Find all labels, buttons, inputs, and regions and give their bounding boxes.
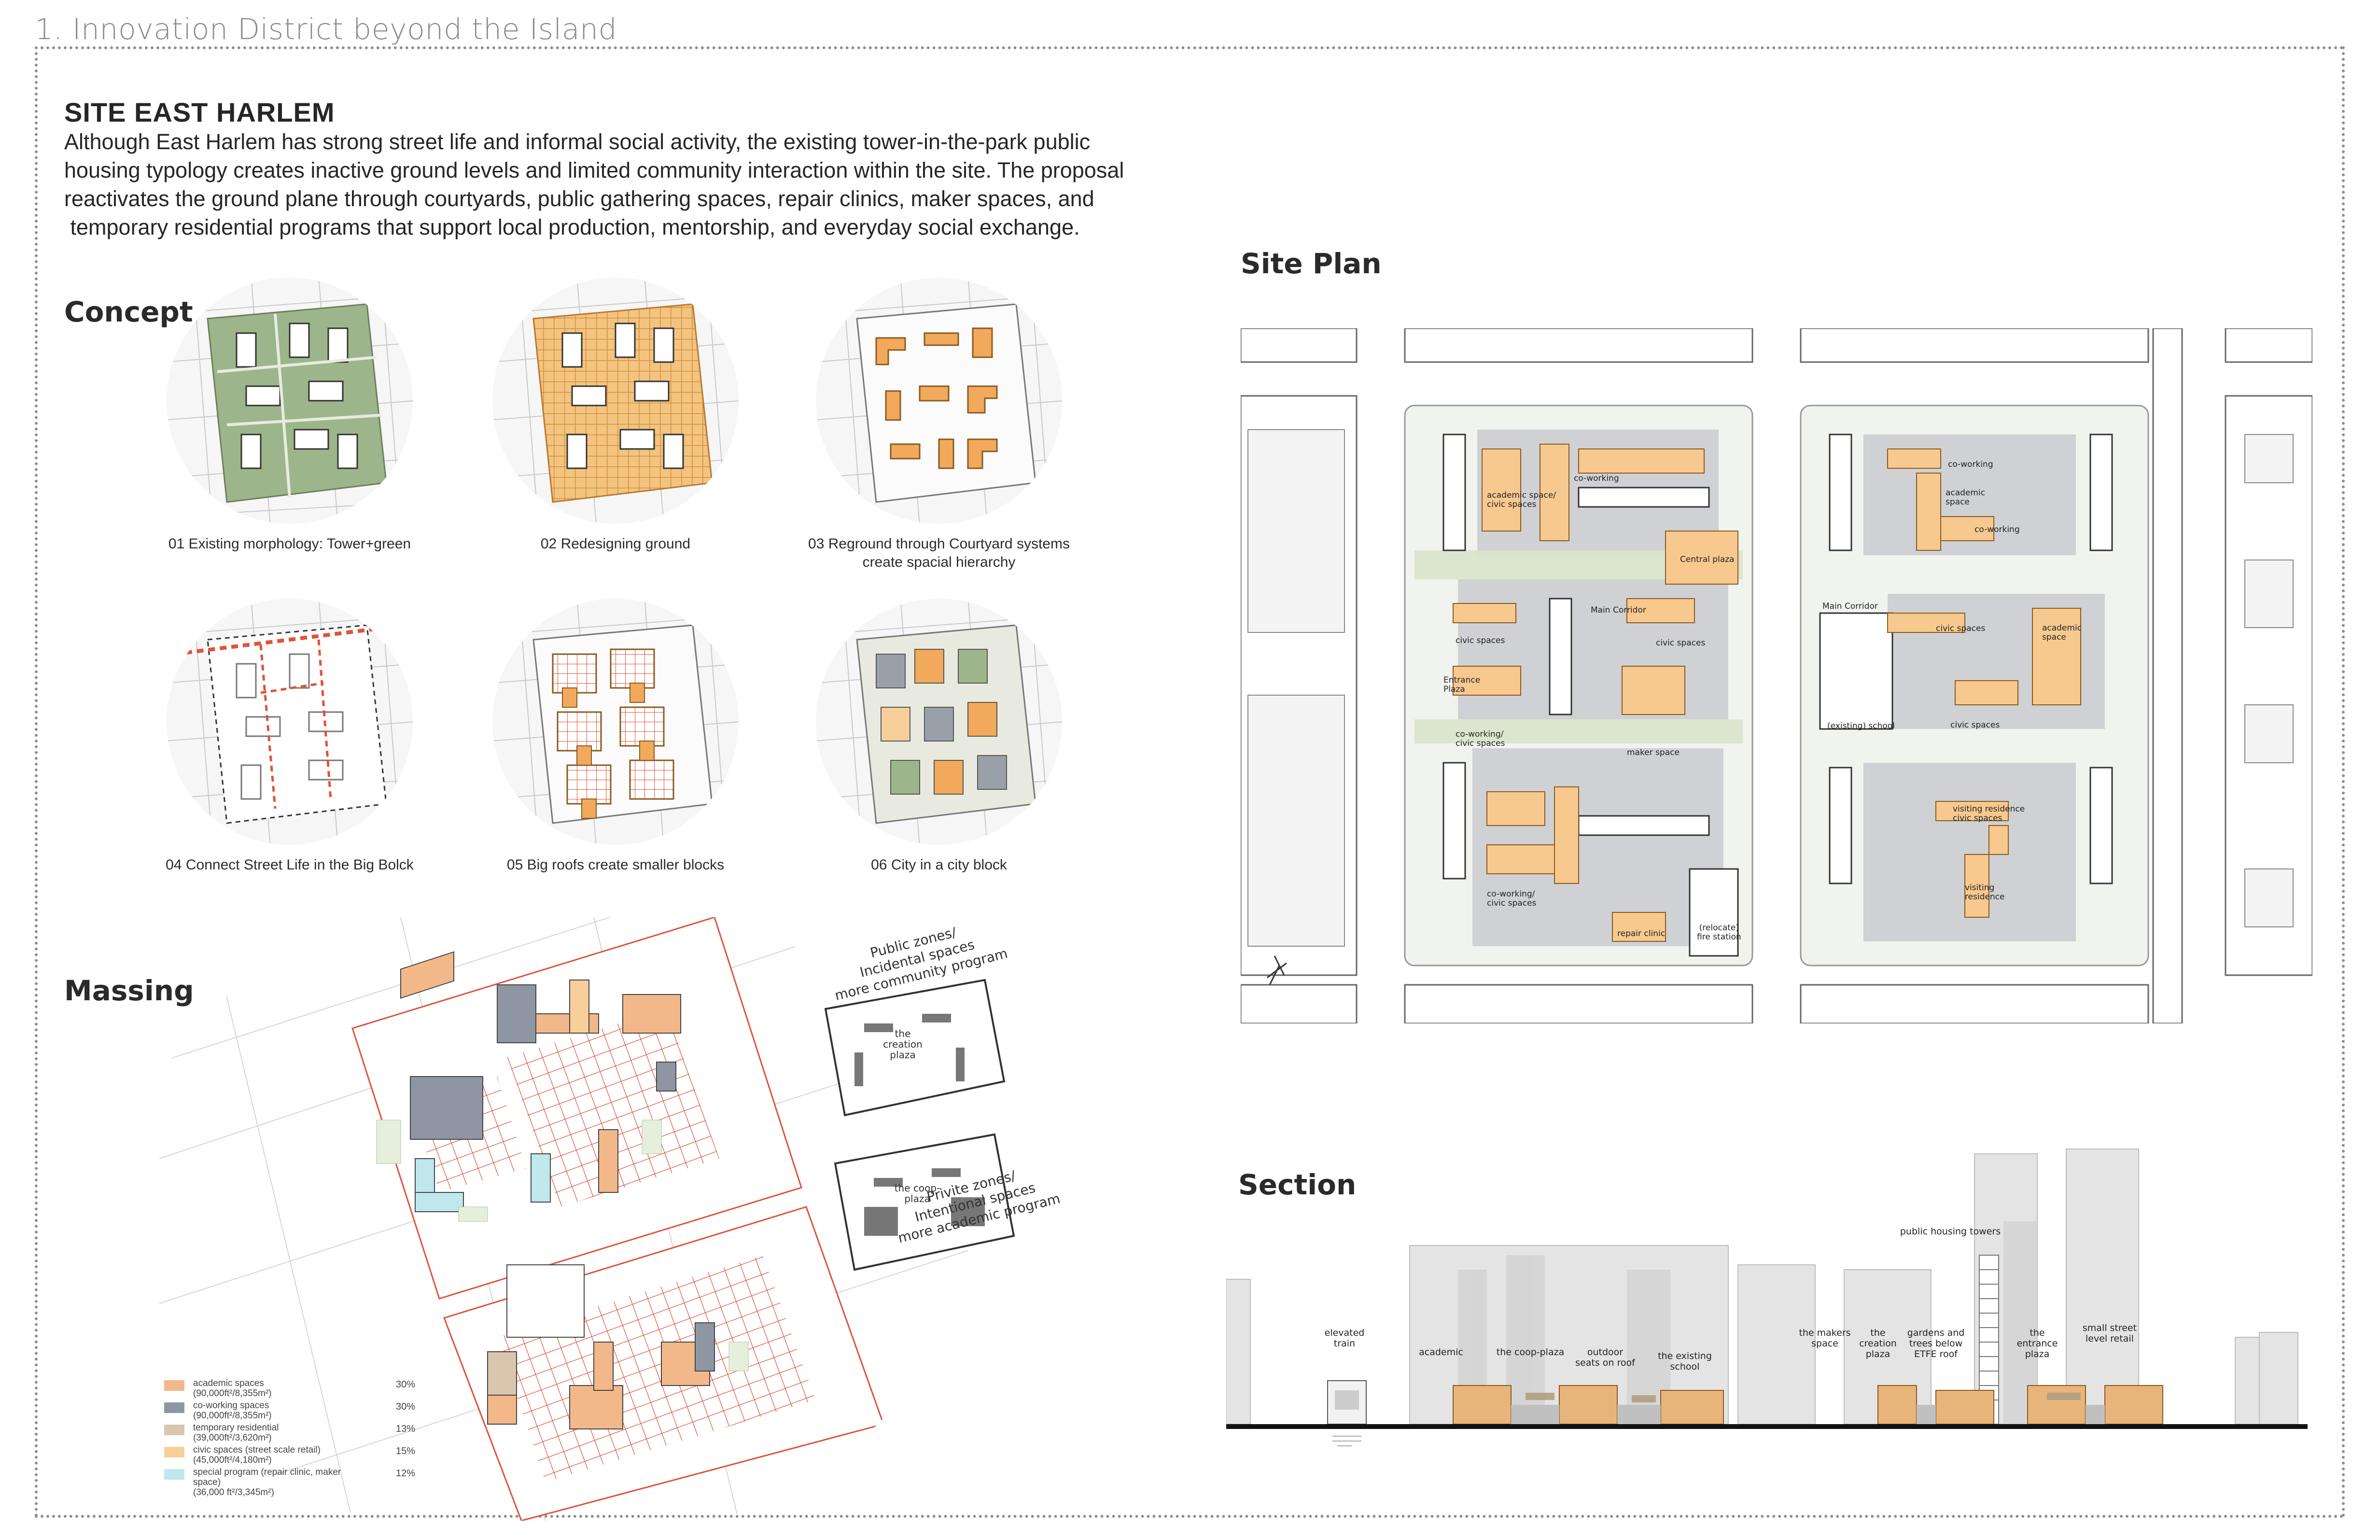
site-title: SITE EAST HARLEM [64, 97, 335, 127]
concept-circle-03 [816, 278, 1062, 524]
plan-label: academic space [1946, 488, 1986, 507]
concept-diagram-03: 03 Reground through Courtyard systems cr… [804, 275, 1074, 572]
concept-circle-01 [167, 278, 413, 524]
section-elevation [1226, 1148, 2308, 1446]
plan-label: (relocate) fire station [1697, 923, 1741, 942]
legend-label: temporary residential (39,000ft²/3,620m²… [193, 1423, 279, 1443]
plan-label: civic spaces [1656, 638, 1706, 648]
legend-label: co-working spaces (90,000ft²/8,355m²) [193, 1400, 272, 1421]
massing-axonometric [159, 883, 1015, 1522]
page-label: 1. Innovation District beyond the Island [35, 13, 617, 46]
concept-circle-02 [492, 278, 739, 524]
legend-percent: 15% [396, 1446, 416, 1456]
description-line: reactivates the ground plane through cou… [64, 186, 1094, 211]
massing-heading: Massing [64, 974, 194, 1007]
plan-label: (existing) school [1827, 721, 1895, 731]
plan-label: civic spaces [1456, 636, 1505, 645]
plan-label: Entrance Plaza [1443, 675, 1481, 694]
concept-circle-05 [492, 599, 739, 845]
section-label: the makers space [1799, 1328, 1851, 1349]
site-plan-drawing [1240, 327, 2313, 1024]
public-zone-diagram [824, 979, 1006, 1117]
plan-label: academic space [2042, 623, 2082, 642]
plan-label: co-working/ civic spaces [1456, 729, 1505, 748]
plan-label: academic space/ civic spaces [1487, 490, 1556, 509]
legend-percent: 12% [396, 1468, 416, 1479]
legend-percent: 30% [396, 1401, 416, 1412]
site-description: Although East Harlem has strong street l… [64, 127, 1232, 241]
concept-diagram-06: 06 City in a city block [804, 596, 1074, 874]
dotted-frame [35, 46, 2345, 1518]
plan-label: Main Corridor [1822, 602, 1878, 611]
section-label: outdoor seats on roof [1575, 1347, 1635, 1368]
section-heading: Section [1238, 1168, 1357, 1201]
legend-label: special program (repair clinic, maker sp… [193, 1467, 341, 1498]
description-line: temporary residential programs that supp… [64, 215, 1080, 239]
section-drawing: public housing towers elevated train aca… [1226, 1130, 2308, 1468]
concept-circle-04 [167, 599, 413, 845]
concept-heading: Concept [64, 295, 193, 328]
section-label: the creation plaza [1859, 1328, 1897, 1359]
concept-caption: 02 Redesigning ground [540, 536, 691, 552]
site-plan: academic space/ civic spaces co-working … [1240, 327, 2313, 1024]
plan-label: repair clinic [1617, 929, 1666, 938]
concept-diagram-04: 04 Connect Street Life in the Big Bolck [154, 596, 425, 874]
plan-label: co-working [1974, 525, 2020, 534]
legend-swatch [164, 1447, 184, 1457]
plan-label: visiting residence [1965, 883, 2005, 902]
section-label: public housing towers [1900, 1226, 2001, 1237]
legend-swatch [164, 1469, 184, 1480]
section-label: academic [1419, 1347, 1463, 1358]
section-label: small street level retail [2082, 1323, 2137, 1344]
section-label: the existing school [1658, 1351, 1712, 1372]
legend-label: civic spaces (street scale retail) (45,0… [193, 1445, 321, 1465]
concept-diagram-02: 02 Redesigning ground [480, 275, 751, 553]
legend-percent: 30% [396, 1379, 416, 1390]
private-plaza-label: the coop- plaza [894, 1182, 940, 1204]
section-label: the entrance plaza [2016, 1328, 2058, 1359]
massing-diagram [159, 883, 1052, 1523]
legend-swatch [164, 1402, 184, 1413]
concept-diagram-05: 05 Big roofs create smaller blocks [480, 596, 751, 874]
concept-caption: 06 City in a city block [871, 857, 1007, 873]
plan-label: Central plaza [1680, 555, 1735, 564]
section-label: elevated train [1324, 1328, 1365, 1349]
plan-label: civic spaces [1936, 624, 1986, 633]
legend-label: academic spaces (90,000ft²/8,355m²) [193, 1378, 272, 1399]
plan-label: visiting residence civic spaces [1953, 804, 2025, 823]
description-line: housing typology creates inactive ground… [64, 158, 1124, 182]
legend-swatch [164, 1380, 184, 1391]
section-label: gardens and trees below ETFE roof [1907, 1328, 1965, 1359]
section-label: the coop-plaza [1496, 1347, 1565, 1358]
plan-label: maker space [1627, 748, 1680, 757]
plan-label: co-working [1574, 474, 1619, 483]
concept-caption: 01 Existing morphology: Tower+green [168, 536, 411, 552]
public-plaza-label: the creation plaza [883, 1028, 923, 1061]
plan-label: civic spaces [1950, 720, 2000, 730]
plan-label: co-working/ civic spaces [1487, 889, 1537, 908]
concept-diagram-01: 01 Existing morphology: Tower+green [154, 275, 425, 553]
plan-label: co-working [1948, 460, 1993, 469]
private-zone-diagram [834, 1133, 1015, 1271]
description-line: Although East Harlem has strong street l… [64, 129, 1091, 154]
concept-caption: 05 Big roofs create smaller blocks [506, 857, 725, 873]
concept-caption: 04 Connect Street Life in the Big Bolck [166, 857, 414, 873]
site-plan-heading: Site Plan [1241, 247, 1382, 280]
legend-percent: 13% [396, 1424, 416, 1434]
legend-swatch [164, 1425, 184, 1435]
concept-circle-06 [816, 599, 1062, 845]
plan-label: Main Corridor [1591, 605, 1646, 615]
concept-caption: 03 Reground through Courtyard systems cr… [808, 536, 1070, 570]
